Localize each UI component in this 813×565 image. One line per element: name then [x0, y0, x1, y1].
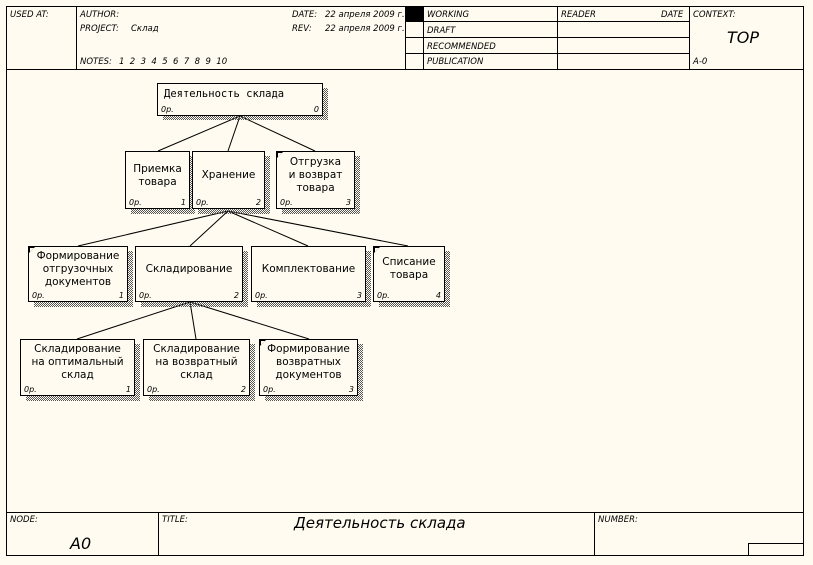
- footer-small-box: [748, 543, 804, 556]
- activity-number: 2: [233, 291, 239, 300]
- connector-line: [227, 210, 409, 247]
- activity-number: 1: [180, 198, 186, 207]
- activity-box-a222[interactable]: Складирование на возвратный склад 0р. 2: [143, 339, 250, 396]
- context-value: TOP: [727, 28, 760, 47]
- activity-number: 2: [240, 385, 246, 394]
- activity-cost: 0р.: [161, 105, 174, 114]
- activity-number: 3: [348, 385, 354, 394]
- date-label: DATE:: [292, 10, 318, 20]
- activity-label: Приемка товара: [133, 163, 182, 188]
- connector-line: [239, 115, 316, 152]
- activity-label: Списание товара: [382, 256, 436, 281]
- connector-line: [227, 210, 309, 247]
- status-publication: PUBLICATION: [427, 57, 484, 67]
- activity-cost: 0р.: [139, 291, 152, 300]
- activity-number: 1: [118, 291, 124, 300]
- activity-label: Формирование отгрузочных документов: [36, 250, 120, 288]
- connector-line: [227, 115, 241, 152]
- activity-number: 0: [313, 105, 319, 114]
- connector-line: [77, 210, 229, 247]
- used-at-label: USED AT:: [10, 10, 49, 20]
- tunnel-corner-icon: [374, 247, 380, 253]
- activity-box-root[interactable]: Деятельность склада 0р. 0: [157, 83, 323, 116]
- rev-value: 22 апреля 2009 г.: [325, 24, 405, 34]
- status-recommended: RECOMMENDED: [427, 42, 496, 52]
- activity-box-a24[interactable]: Списание товара 0р. 4: [373, 246, 445, 302]
- activity-label: Деятельность склада: [164, 88, 285, 100]
- activity-box-a223[interactable]: Формирование возвратных документов 0р. 3: [259, 339, 358, 396]
- notes-label: NOTES:: [80, 57, 112, 67]
- footer-col-line: [594, 512, 595, 556]
- connector-line: [76, 301, 191, 340]
- activity-cost: 0р.: [196, 198, 209, 207]
- activity-box-a1[interactable]: Приемка товара 0р. 1: [125, 151, 190, 209]
- activity-cost: 0р.: [147, 385, 160, 394]
- status-working: WORKING: [427, 10, 470, 20]
- project-value: Склад: [131, 24, 159, 34]
- activity-cost: 0р.: [32, 291, 45, 300]
- notes-values: 1 2 3 4 5 6 7 8 9 10: [119, 57, 228, 67]
- activity-label: Хранение: [201, 169, 256, 181]
- title-label: TITLE:: [162, 515, 188, 525]
- activity-label: Формирование возвратных документов: [267, 343, 350, 381]
- activity-cost: 0р.: [377, 291, 390, 300]
- activity-box-a3[interactable]: Отгрузка и возврат товара 0р. 3: [276, 151, 355, 209]
- header-row-line: [405, 21, 689, 22]
- activity-label: Складирование на возвратный склад: [153, 343, 240, 381]
- status-draft: DRAFT: [427, 26, 456, 36]
- activity-number: 2: [255, 198, 261, 207]
- activity-number: 4: [435, 291, 441, 300]
- activity-cost: 0р.: [24, 385, 37, 394]
- tunnel-corner-icon: [29, 247, 35, 253]
- header-divider: [6, 69, 804, 70]
- activity-number: 3: [345, 198, 351, 207]
- header-row-line: [405, 37, 689, 38]
- header-col-line: [689, 6, 690, 69]
- author-label: AUTHOR:: [80, 10, 120, 20]
- project-label: PROJECT:: [80, 24, 119, 34]
- connector-line: [189, 210, 229, 247]
- reader-label: READER: [561, 10, 596, 20]
- connector-line: [189, 301, 197, 340]
- activity-box-a21[interactable]: Формирование отгрузочных документов 0р. …: [28, 246, 128, 302]
- footer-divider: [6, 512, 804, 513]
- activity-cost: 0р.: [263, 385, 276, 394]
- header-row-line: [405, 53, 689, 54]
- connector-line: [157, 115, 241, 152]
- footer-col-line: [158, 512, 159, 556]
- tunnel-corner-icon: [260, 340, 266, 346]
- rev-label: REV:: [292, 24, 312, 34]
- node-label: NODE:: [10, 515, 38, 525]
- working-status-marker: [406, 7, 423, 21]
- activity-box-a23[interactable]: Комплектование 0р. 3: [251, 246, 366, 302]
- node-value: A0: [70, 534, 92, 553]
- reader-date-label: DATE: [661, 10, 684, 20]
- activity-box-a221[interactable]: Складирование на оптимальный склад 0р. 1: [20, 339, 135, 396]
- connector-line: [189, 301, 310, 340]
- activity-cost: 0р.: [129, 198, 142, 207]
- activity-cost: 0р.: [280, 198, 293, 207]
- activity-number: 1: [125, 385, 131, 394]
- number-label: NUMBER:: [598, 515, 638, 525]
- activity-box-a2[interactable]: Хранение 0р. 2: [192, 151, 265, 209]
- tunnel-corner-icon: [277, 152, 283, 158]
- context-label: CONTEXT:: [693, 10, 736, 20]
- activity-cost: 0р.: [255, 291, 268, 300]
- activity-box-a22[interactable]: Складирование 0р. 2: [135, 246, 243, 302]
- activity-label: Складирование: [145, 263, 233, 275]
- date-value: 22 апреля 2009 г.: [325, 10, 405, 20]
- header-col-line: [76, 6, 77, 69]
- diagram-title: Деятельность склада: [294, 514, 466, 532]
- activity-label: Комплектование: [261, 263, 356, 275]
- activity-label: Отгрузка и возврат товара: [288, 156, 343, 194]
- activity-label: Складирование на оптимальный склад: [31, 343, 124, 381]
- context-node: A-0: [693, 57, 708, 67]
- activity-number: 3: [356, 291, 362, 300]
